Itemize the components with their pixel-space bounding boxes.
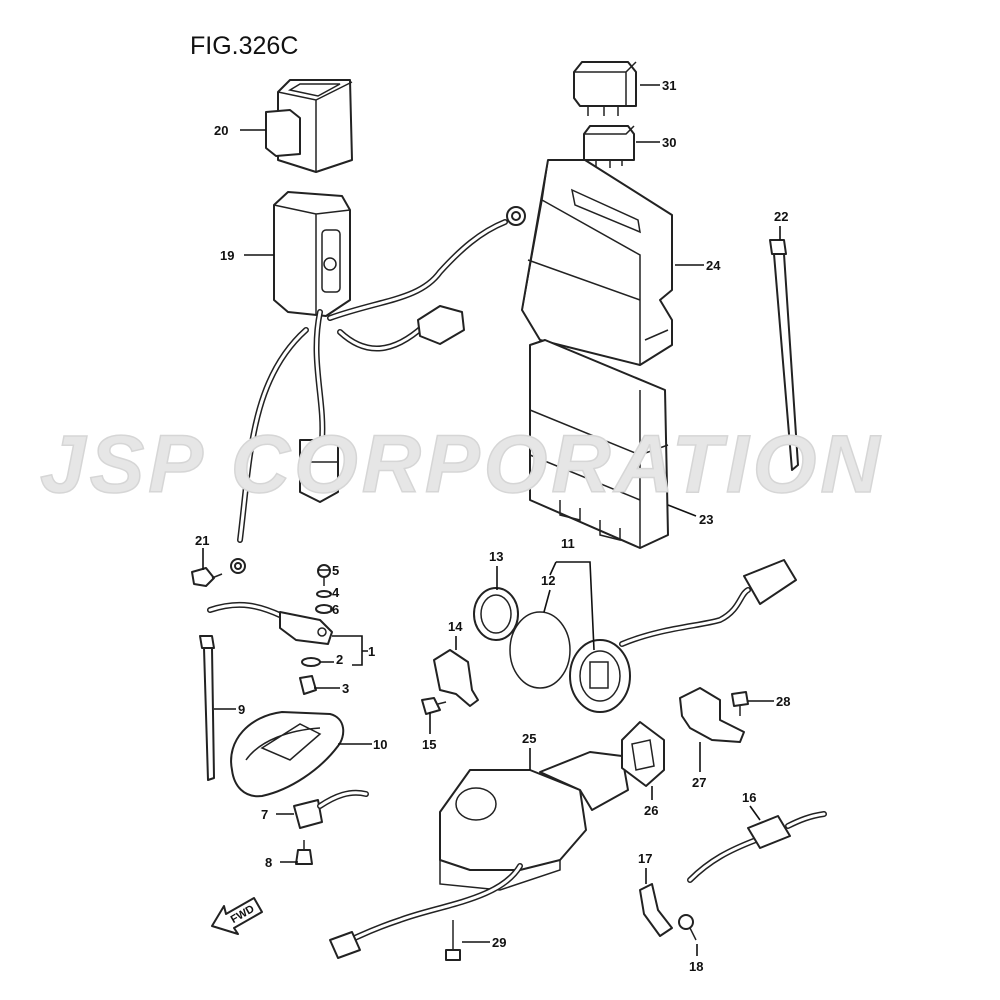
part-21-bolt[interactable] <box>191 567 223 587</box>
callout-leaders <box>202 84 781 956</box>
callout-22: 22 <box>774 209 788 224</box>
part-26-grommet[interactable] <box>621 721 665 787</box>
callout-26: 26 <box>644 803 658 818</box>
part-1-sensor[interactable] <box>207 601 333 645</box>
part-2-o-ring[interactable] <box>301 657 321 667</box>
part-9-cable-tie[interactable] <box>199 635 215 781</box>
part-3-clip[interactable] <box>299 675 317 695</box>
part-25-actuator-motor[interactable] <box>329 751 629 959</box>
part-5-screw[interactable] <box>317 564 331 586</box>
part-30-relay[interactable] <box>583 125 635 168</box>
callout-labels: 1 2 3 4 5 6 7 8 9 10 11 12 13 14 15 16 1… <box>195 78 790 974</box>
part-22-cable-tie[interactable] <box>769 239 799 471</box>
callout-18: 18 <box>689 959 703 974</box>
callout-11: 11 <box>561 536 575 551</box>
part-8-bolt[interactable] <box>295 840 313 865</box>
callout-12: 12 <box>541 573 555 588</box>
callout-15: 15 <box>422 737 436 752</box>
callout-25: 25 <box>522 731 536 746</box>
callout-21: 21 <box>195 533 209 548</box>
part-10-bracket[interactable] <box>230 711 345 798</box>
callout-7: 7 <box>261 807 268 822</box>
part-14-clamp[interactable] <box>433 649 479 707</box>
part-27-bracket[interactable] <box>679 687 745 743</box>
callout-13: 13 <box>489 549 503 564</box>
callout-5: 5 <box>332 563 339 578</box>
callout-23: 23 <box>699 512 713 527</box>
callout-31: 31 <box>662 78 676 93</box>
callout-8: 8 <box>265 855 272 870</box>
callout-2: 2 <box>336 652 343 667</box>
part-20-cover[interactable] <box>265 79 353 173</box>
part-7-sensor[interactable] <box>293 789 369 829</box>
part-13-retainer[interactable] <box>473 587 519 641</box>
callout-29: 29 <box>492 935 506 950</box>
callout-17: 17 <box>638 851 652 866</box>
callout-10: 10 <box>373 737 387 752</box>
part-6-washer[interactable] <box>315 604 333 614</box>
callout-4: 4 <box>332 585 340 600</box>
part-19-harness <box>230 206 526 574</box>
part-15-bolt[interactable] <box>421 697 447 715</box>
part-19-module[interactable] <box>273 191 351 317</box>
part-18-screw[interactable] <box>678 914 697 941</box>
part-31-relay[interactable] <box>573 61 637 116</box>
callout-16: 16 <box>742 790 756 805</box>
part-23-ecu[interactable] <box>529 339 669 549</box>
part-12-o-ring[interactable] <box>509 611 571 689</box>
callout-27: 27 <box>692 775 706 790</box>
callout-14: 14 <box>448 619 463 634</box>
figure-title: FIG.326C <box>190 32 298 60</box>
watermark: JSP CORPORATION <box>40 419 884 510</box>
part-28-bolt[interactable] <box>731 691 749 716</box>
part-17-clamp[interactable] <box>639 883 673 937</box>
part-16-harness[interactable] <box>687 811 827 883</box>
part-11-socket[interactable] <box>569 559 797 713</box>
callout-9: 9 <box>238 702 245 717</box>
callout-3: 3 <box>342 681 349 696</box>
part-24-ecu-cover[interactable] <box>521 159 673 366</box>
callout-24: 24 <box>706 258 721 273</box>
callout-28: 28 <box>776 694 790 709</box>
callout-6: 6 <box>332 602 339 617</box>
callout-19: 19 <box>220 248 234 263</box>
callout-30: 30 <box>662 135 676 150</box>
fwd-direction-arrow: FWD <box>211 897 263 935</box>
part-29-bolt[interactable] <box>445 920 461 961</box>
callout-20: 20 <box>214 123 228 138</box>
part-4-washer[interactable] <box>316 590 332 598</box>
callout-1: 1 <box>368 644 375 659</box>
